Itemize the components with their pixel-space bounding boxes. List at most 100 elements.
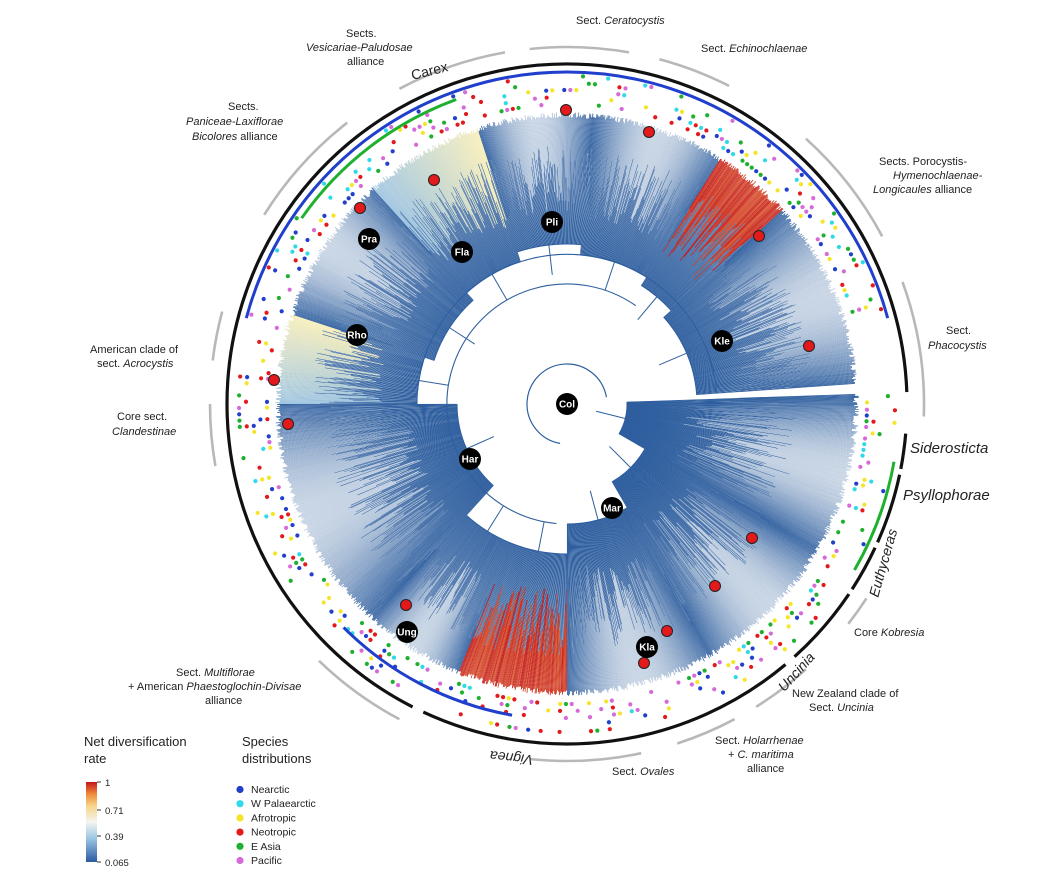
tree-branch-tip xyxy=(756,255,815,291)
tree-branch xyxy=(611,187,635,261)
tree-branch-tip xyxy=(453,620,476,669)
tree-branch xyxy=(620,511,675,620)
tree-branch xyxy=(416,479,488,547)
tree-branch-tip xyxy=(279,384,338,390)
tree-branch xyxy=(672,286,733,330)
tree-branch xyxy=(682,309,749,345)
tree-branch-tip xyxy=(282,426,375,439)
tree-branch-tip xyxy=(758,259,820,295)
distribution-dot xyxy=(297,565,302,571)
tree-branch xyxy=(490,168,519,252)
tree-branch xyxy=(693,357,775,377)
distribution-dot xyxy=(596,103,601,108)
distribution-dot xyxy=(669,120,674,125)
tree-branch xyxy=(581,523,587,566)
tree-branch-tip xyxy=(490,609,512,684)
tree-branch xyxy=(349,424,460,447)
tree-branch xyxy=(466,540,506,626)
tree-branch-tip xyxy=(281,378,315,382)
tree-branch xyxy=(350,373,419,384)
tree-branch-tip xyxy=(618,121,633,177)
tree-branch-tip xyxy=(584,613,593,693)
tree-branch-tip xyxy=(285,459,343,475)
tree-branch-tip xyxy=(661,151,705,230)
tree-branch xyxy=(438,254,470,291)
tree-branch xyxy=(419,198,480,283)
tree-branch xyxy=(357,386,418,393)
tree-branch-tip xyxy=(428,595,463,657)
tree-branch-tip xyxy=(444,144,472,199)
tree-branch xyxy=(634,462,696,516)
clade-node-circle xyxy=(556,393,578,415)
tree-branch xyxy=(564,553,566,613)
tree-branch xyxy=(371,452,469,502)
tree-branch-tip xyxy=(417,155,459,223)
tree-branch xyxy=(614,513,636,562)
tree-branch-tip xyxy=(656,141,694,218)
tree-branch-tip xyxy=(456,596,488,670)
distribution-dot xyxy=(266,265,271,270)
tree-branch xyxy=(316,358,420,378)
tree-branch-tip xyxy=(331,538,384,578)
tree-branch-tip xyxy=(711,543,776,607)
tree-branch xyxy=(622,474,689,557)
tree-branch-tip xyxy=(557,630,560,691)
tree-branch xyxy=(412,201,477,285)
tree-branch xyxy=(421,443,465,461)
tree-branch xyxy=(427,527,483,609)
tree-branch-tip xyxy=(301,283,357,310)
tree-branch-tip xyxy=(771,264,823,294)
tree-branch-tip xyxy=(367,571,405,611)
subgenus-arc-euthyceras xyxy=(850,547,877,591)
tree-branch-tip xyxy=(648,141,687,226)
tree-branch xyxy=(485,161,520,262)
distribution-dot xyxy=(643,105,649,110)
tree-branch-tip xyxy=(280,411,373,416)
tree-branch-tip xyxy=(294,299,400,341)
tree-branch xyxy=(571,160,575,245)
tree-branch-tip xyxy=(594,116,601,160)
tree-branch xyxy=(536,552,549,641)
tree-branch xyxy=(354,377,419,387)
distribution-dot xyxy=(359,630,364,635)
tree-branch xyxy=(329,419,459,439)
tree-branch xyxy=(646,234,685,290)
tree-branch-tip xyxy=(725,288,836,337)
rate-shift-markers xyxy=(268,104,815,669)
tree-branch-tip xyxy=(321,528,364,555)
tree-branch xyxy=(578,523,589,619)
tree-branch-tip xyxy=(631,132,663,219)
tree-branch xyxy=(357,354,422,370)
tree-branch-tip xyxy=(640,129,662,189)
tree-branch-tip xyxy=(503,637,516,688)
tree-branch-tip xyxy=(678,158,715,217)
tree-branch xyxy=(403,458,472,499)
tree-branch xyxy=(347,384,418,392)
distribution-dot xyxy=(788,601,793,607)
tree-branch-tip xyxy=(542,113,548,162)
tree-branch xyxy=(375,446,466,486)
tree-branch-tip xyxy=(509,121,520,167)
tree-branch xyxy=(628,194,662,268)
tree-branch xyxy=(621,510,671,606)
section-label-core-kobresia: Core Kobresia xyxy=(854,627,924,639)
tree-branch xyxy=(632,465,699,528)
tree-branch-tip xyxy=(280,369,376,382)
distribution-dot xyxy=(376,168,381,173)
distribution-dot xyxy=(390,679,395,684)
tree-branch-tip xyxy=(285,454,331,465)
tree-branch-tip xyxy=(691,417,854,437)
tree-branch-tip xyxy=(345,214,421,279)
tree-branch-tip xyxy=(657,539,729,646)
tree-branch-tip xyxy=(690,184,751,257)
tree-branch-tip xyxy=(356,549,413,603)
tree-branch-tip xyxy=(430,576,476,661)
tree-branch xyxy=(691,336,786,367)
tree-branch xyxy=(629,188,667,268)
tree-branch-tip xyxy=(334,550,375,582)
tree-branch-tip xyxy=(612,575,644,685)
tree-branch xyxy=(690,329,788,363)
tree-branch-tip xyxy=(665,153,712,233)
tree-branch-tip xyxy=(616,599,639,685)
tree-branch xyxy=(582,522,594,598)
